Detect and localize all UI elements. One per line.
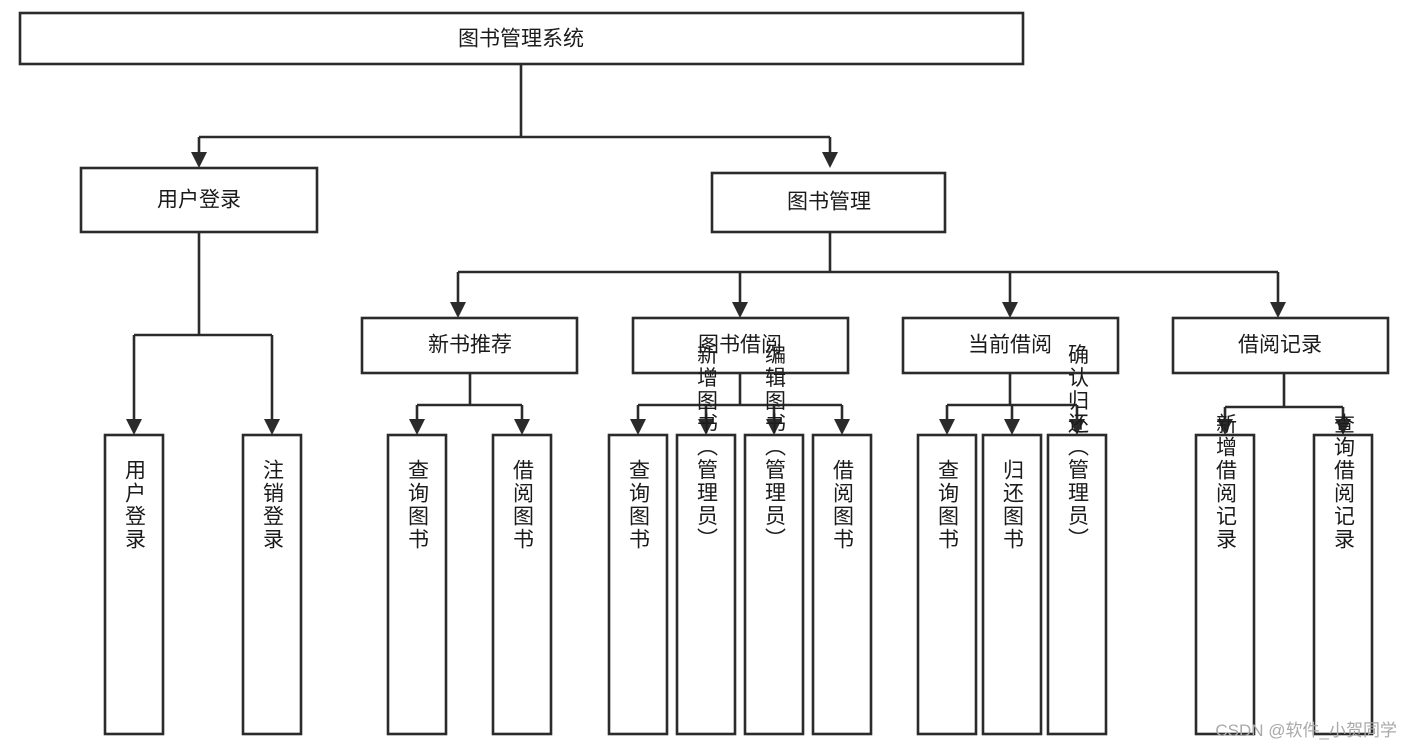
arrow-head-bookborrow-leaf-3 — [766, 419, 782, 435]
arrow-head-user-login — [191, 152, 207, 168]
leaf-book-borrow-query-box[interactable] — [607, 433, 669, 736]
node-current-borrow[interactable]: 当前借阅 — [901, 316, 1120, 375]
leaf-borrow-record-add-label: 新增借阅记录 — [1214, 413, 1238, 551]
leaf-user-login-logout-box[interactable] — [241, 433, 303, 736]
arrow-head-leaf-user-login — [126, 419, 142, 435]
leaf-user-login-logout-label: 注销登录 — [261, 459, 285, 551]
leaf-new-book-query-label: 查询图书 — [406, 459, 430, 551]
leaf-book-borrow-edit-label: 编辑图书（管理员） — [763, 344, 787, 551]
leaf-book-borrow-edit[interactable]: 编辑图书（管理员） — [743, 344, 805, 736]
node-root-system-box[interactable] — [18, 11, 1025, 66]
node-borrow-record-box[interactable] — [1171, 316, 1390, 375]
arrow-head-borrowrecord-leaf-2 — [1335, 419, 1351, 435]
connector-group — [126, 64, 1351, 435]
arrow-head-borrowrecord-leaf-1 — [1217, 419, 1233, 435]
arrow-head-bookborrow-leaf-1 — [630, 419, 646, 435]
node-book-borrow-box[interactable] — [631, 316, 850, 375]
leaf-user-login-logout[interactable]: 注销登录 — [241, 433, 303, 736]
leaf-borrow-record-query[interactable]: 查询借阅记录 — [1312, 413, 1374, 736]
leaf-new-book-query[interactable]: 查询图书 — [386, 433, 448, 736]
leaf-borrow-record-add-box[interactable] — [1194, 433, 1256, 736]
leaf-book-borrow-borrow-box[interactable] — [811, 433, 873, 736]
leaf-new-book-borrow-box[interactable] — [491, 433, 553, 736]
node-borrow-record[interactable]: 借阅记录 — [1171, 316, 1390, 375]
arrow-head-leaf-logout — [264, 419, 280, 435]
leaf-book-borrow-query-label: 查询图书 — [627, 459, 651, 551]
leaf-borrow-record-query-box[interactable] — [1312, 433, 1374, 736]
arrow-head-bookborrow-leaf-2 — [698, 419, 714, 435]
arrow-head-currentborrow-leaf-3 — [1069, 419, 1085, 435]
node-root-system[interactable]: 图书管理系统 — [18, 11, 1025, 66]
arrow-head-currentborrow-leaf-2 — [1004, 419, 1020, 435]
leaf-borrow-record-query-label: 查询借阅记录 — [1332, 413, 1356, 551]
leaf-borrow-record-add[interactable]: 新增借阅记录 — [1194, 413, 1256, 736]
leaf-user-login-login[interactable]: 用户登录 — [103, 433, 165, 736]
leaf-new-book-borrow-label: 借阅图书 — [511, 459, 535, 551]
leaf-book-borrow-edit-box[interactable] — [743, 433, 805, 736]
leaf-new-book-query-box[interactable] — [386, 433, 448, 736]
arrow-head-borrow-record — [1270, 302, 1286, 318]
node-book-manage[interactable]: 图书管理 — [710, 171, 947, 234]
leaf-book-borrow-add-box[interactable] — [675, 433, 737, 736]
node-book-borrow-label: 图书借阅 — [698, 334, 782, 357]
arrow-head-book-borrow — [732, 302, 748, 318]
leaf-current-borrow-confirm-label: 确认归还（管理员） — [1066, 344, 1090, 551]
arrow-head-currentborrow-leaf-1 — [939, 419, 955, 435]
leaf-book-borrow-borrow-label: 借阅图书 — [831, 459, 855, 551]
node-borrow-record-label: 借阅记录 — [1238, 334, 1322, 357]
leaf-book-borrow-add-label: 新增图书（管理员） — [695, 344, 719, 551]
leaf-book-borrow-borrow[interactable]: 借阅图书 — [811, 433, 873, 736]
node-user-login[interactable]: 用户登录 — [79, 166, 319, 234]
node-book-manage-box[interactable] — [710, 171, 947, 234]
arrow-head-current-borrow — [1002, 302, 1018, 318]
node-new-book-recommend-box[interactable] — [360, 316, 579, 375]
leaf-current-borrow-return-label: 归还图书 — [1001, 459, 1025, 551]
arrow-head-newbook-leaf-2 — [514, 419, 530, 435]
leaf-book-borrow-query[interactable]: 查询图书 — [607, 433, 669, 736]
leaf-current-borrow-query[interactable]: 查询图书 — [916, 433, 978, 736]
leaf-new-book-borrow[interactable]: 借阅图书 — [491, 433, 553, 736]
node-new-book-recommend[interactable]: 新书推荐 — [360, 316, 579, 375]
node-current-borrow-label: 当前借阅 — [968, 334, 1052, 357]
arrow-head-bookborrow-leaf-4 — [834, 419, 850, 435]
node-book-manage-label: 图书管理 — [787, 191, 871, 214]
leaf-user-login-login-box[interactable] — [103, 433, 165, 736]
leaf-book-borrow-add[interactable]: 新增图书（管理员） — [675, 344, 737, 736]
node-book-borrow[interactable]: 图书借阅 — [631, 316, 850, 375]
arrow-head-book-manage — [822, 152, 838, 168]
node-root-system-label: 图书管理系统 — [458, 28, 584, 51]
leaf-user-login-login-label: 用户登录 — [123, 459, 147, 551]
leaf-current-borrow-confirm[interactable]: 确认归还（管理员） — [1046, 344, 1108, 736]
leaf-current-borrow-return[interactable]: 归还图书 — [981, 433, 1043, 736]
arrow-head-newbook-leaf-1 — [409, 419, 425, 435]
node-user-login-box[interactable] — [79, 166, 319, 234]
leaf-current-borrow-confirm-box[interactable] — [1046, 433, 1108, 736]
node-current-borrow-box[interactable] — [901, 316, 1120, 375]
leaf-current-borrow-query-label: 查询图书 — [936, 459, 960, 551]
leaf-current-borrow-query-box[interactable] — [916, 433, 978, 736]
node-user-login-label: 用户登录 — [157, 189, 241, 212]
arrow-head-new-book — [450, 302, 466, 318]
leaf-current-borrow-return-box[interactable] — [981, 433, 1043, 736]
node-new-book-recommend-label: 新书推荐 — [428, 334, 512, 357]
